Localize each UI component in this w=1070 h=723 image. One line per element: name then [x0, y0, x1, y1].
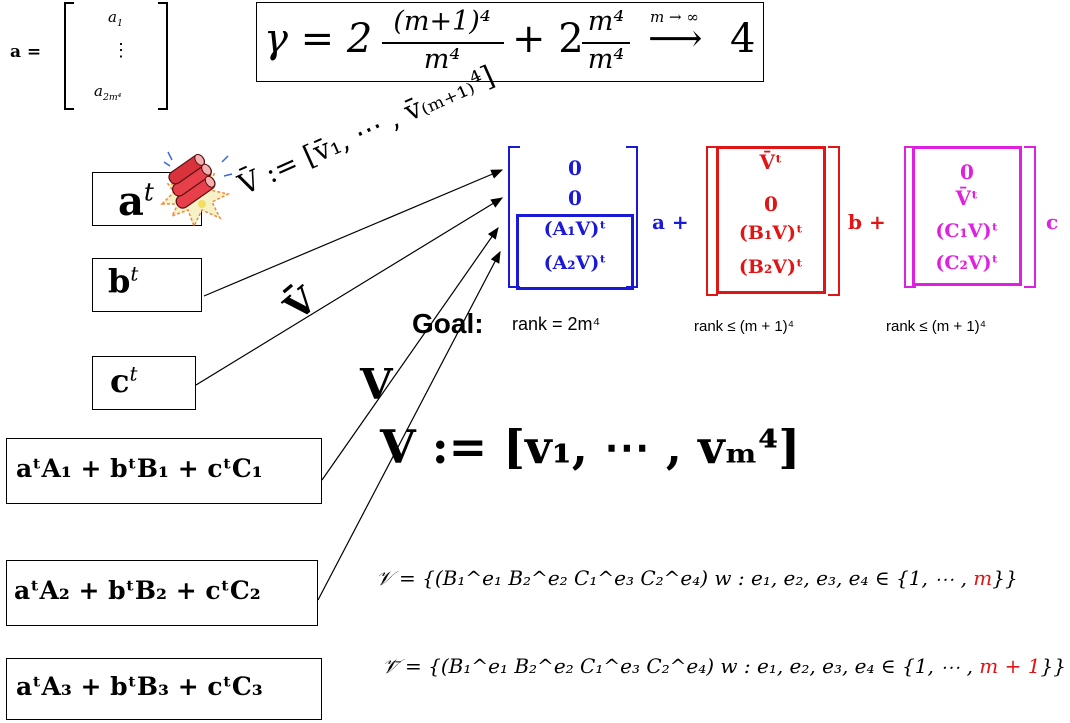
- gamma-frac1-den: m⁴: [423, 44, 461, 75]
- vector-a-bracket: [64, 2, 168, 110]
- set-vbar-definition: 𝒱̄ = {(B₁^e₁ B₂^e₂ C₁^e₃ C₂^e₄) w : e₁, …: [382, 654, 1066, 678]
- set-v-definition: 𝒱 = {(B₁^e₁ B₂^e₂ C₁^e₃ C₂^e₄) w : e₁, e…: [376, 566, 1018, 590]
- dynamite-explosion-icon: [160, 151, 233, 228]
- gamma-frac1-num: (m+1)⁴: [393, 6, 491, 37]
- arrow-eq1-to-matrix: [321, 227, 499, 481]
- red-matrix-left-bracket: [706, 146, 718, 296]
- equation-1: aᵗA₁ + bᵗB₁ + cᵗC₁: [16, 454, 263, 483]
- coef-c: c: [1046, 210, 1059, 234]
- arrow-b-to-matrix: [203, 169, 504, 297]
- goal-label: Goal:: [412, 308, 484, 339]
- red-matrix-highlight-box: [716, 146, 826, 294]
- equation-box-2: [6, 560, 318, 626]
- gamma-frac2-num: m⁴: [587, 6, 625, 37]
- rank-blue: rank = 2m⁴: [512, 314, 601, 334]
- rank-magenta: rank ≤ (m + 1)⁴: [886, 318, 987, 335]
- equation-3: aᵗA₃ + bᵗB₃ + cᵗC₃: [16, 672, 263, 701]
- gamma-limit-arrow: ⟶: [648, 16, 703, 60]
- gamma-frac2-line: [582, 42, 630, 44]
- gamma-limit-label: m → ∞: [650, 8, 699, 26]
- vector-a-lhs: a =: [10, 42, 42, 62]
- vector-a-row-dots: ⋮: [112, 40, 130, 61]
- blue-matrix-row-3: (A₁V)ᵗ: [543, 218, 607, 240]
- vector-a-row-1: a1: [108, 8, 123, 29]
- red-matrix-row-4: (B₂V)ᵗ: [738, 256, 804, 278]
- magenta-matrix-left-bracket: [904, 146, 916, 288]
- gamma-lhs: γ = 2: [264, 16, 373, 62]
- blue-matrix-row-2: 0: [568, 186, 582, 210]
- magenta-matrix-right-bracket: [1024, 146, 1036, 288]
- b-transpose-box: [92, 258, 202, 312]
- gamma-frac2-den: m⁴: [587, 44, 625, 75]
- arrow-c-to-matrix: [195, 197, 504, 386]
- magenta-matrix-row-4: (C₂V)ᵗ: [935, 252, 999, 274]
- gamma-plus: + 2: [512, 16, 584, 62]
- coef-b: b +: [848, 210, 886, 234]
- magenta-matrix-row-3: (C₁V)ᵗ: [935, 220, 999, 242]
- red-matrix-row-2: 0: [764, 192, 778, 216]
- v-definition: V := [v₁, ⋯ , vₘ⁴]: [380, 420, 801, 474]
- magenta-matrix-row-2: V̄ᵗ: [955, 186, 979, 210]
- magenta-matrix-highlight-box: [912, 146, 1022, 286]
- red-matrix-right-bracket: [828, 146, 840, 296]
- set-v-highlight: m: [973, 566, 993, 590]
- gamma-result: 4: [730, 16, 756, 62]
- blue-matrix-left-bracket: [508, 146, 520, 288]
- equation-box-1: [6, 438, 322, 504]
- rank-red: rank ≤ (m + 1)⁴: [694, 318, 795, 335]
- equation-2: aᵗA₂ + bᵗB₂ + cᵗC₂: [14, 576, 261, 605]
- blue-matrix-row-1: 0: [568, 156, 582, 180]
- vector-a-row-last: a2m⁴: [94, 82, 122, 103]
- red-matrix-row-1: V̄ᵗ: [759, 150, 783, 174]
- gamma-formula-box: [256, 2, 764, 82]
- c-transpose-label: ct: [110, 362, 138, 400]
- v-arrow-label: V: [360, 360, 393, 409]
- blue-matrix-row-4: (A₂V)ᵗ: [543, 252, 607, 274]
- blue-matrix-highlight-box: [516, 214, 634, 290]
- c-transpose-box: [92, 356, 196, 410]
- b-transpose-label: bt: [108, 262, 139, 300]
- red-matrix-row-3: (B₁V)ᵗ: [738, 222, 804, 244]
- gamma-frac1-line: [382, 42, 504, 44]
- magenta-matrix-row-1: 0: [960, 160, 974, 184]
- arrow-eq2-to-matrix: [317, 250, 501, 601]
- set-vbar-highlight: m + 1: [979, 654, 1041, 678]
- a-transpose-label: at: [118, 177, 154, 225]
- coef-a: a +: [652, 210, 689, 234]
- equation-box-3: [6, 658, 322, 720]
